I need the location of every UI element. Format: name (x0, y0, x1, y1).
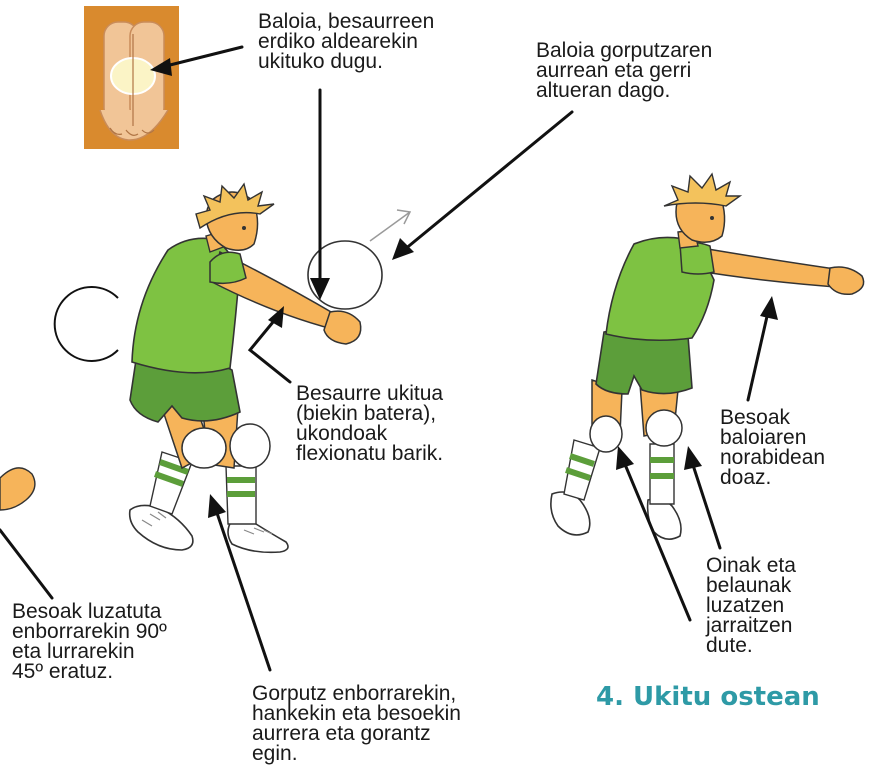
label-ball-position: Baloia gorputzaren aurrean eta gerri alt… (536, 41, 712, 101)
label-body-forward: Gorputz enborrarekin, hankekin eta besoe… (252, 684, 461, 764)
label-line: aurrean eta gerri (536, 61, 712, 81)
label-arms-direction: Besoak baloiaren norabidean doaz. (720, 408, 825, 488)
label-line: dute. (706, 636, 796, 656)
label-line: ukondoak (296, 424, 443, 444)
label-line: altueran dago. (536, 81, 712, 101)
label-line: hankekin eta besoekin (252, 704, 461, 724)
label-line: Baloia gorputzaren (536, 41, 712, 61)
label-line: eta lurrarekin (12, 642, 167, 662)
label-ball-contact: Baloia, besaurreen erdiko aldearekin uki… (258, 12, 434, 72)
label-line: Gorputz enborrarekin, (252, 684, 461, 704)
label-line: luzatzen (706, 596, 796, 616)
player-contact-phase (130, 184, 361, 552)
label-arms-extended: Besoak luzatuta enborrarekin 90º eta lur… (12, 602, 167, 682)
label-line: jarraitzen (706, 616, 796, 636)
label-line: Besoak (720, 408, 825, 428)
label-legs-extended: Oinak eta belaunak luzatzen jarraitzen d… (706, 556, 796, 656)
label-line: Oinak eta (706, 556, 796, 576)
label-line: Besoak luzatuta (12, 602, 167, 622)
section-title: 4. Ukitu ostean (596, 682, 820, 712)
partial-player-arm-left (0, 468, 35, 510)
label-forearm-contact: Besaurre ukitua (biekin batera), ukondoa… (296, 384, 443, 464)
ball-direction-arrow (370, 210, 410, 241)
label-line: ukituko dugu. (258, 52, 434, 72)
label-line: baloiaren (720, 428, 825, 448)
label-line: flexionatu barik. (296, 444, 443, 464)
label-line: belaunak (706, 576, 796, 596)
label-line: 45º eratuz. (12, 662, 167, 682)
label-line: (biekin batera), (296, 404, 443, 424)
label-line: Baloia, besaurreen (258, 12, 434, 32)
label-line: egin. (252, 744, 461, 764)
label-line: aurrera eta gorantz (252, 724, 461, 744)
label-line: norabidean (720, 448, 825, 468)
label-line: enborrarekin 90º (12, 622, 167, 642)
trajectory-circle-left (55, 287, 118, 361)
label-line: doaz. (720, 468, 825, 488)
label-line: erdiko aldearekin (258, 32, 434, 52)
hands-inset-photo (84, 6, 179, 149)
label-line: Besaurre ukitua (296, 384, 443, 404)
